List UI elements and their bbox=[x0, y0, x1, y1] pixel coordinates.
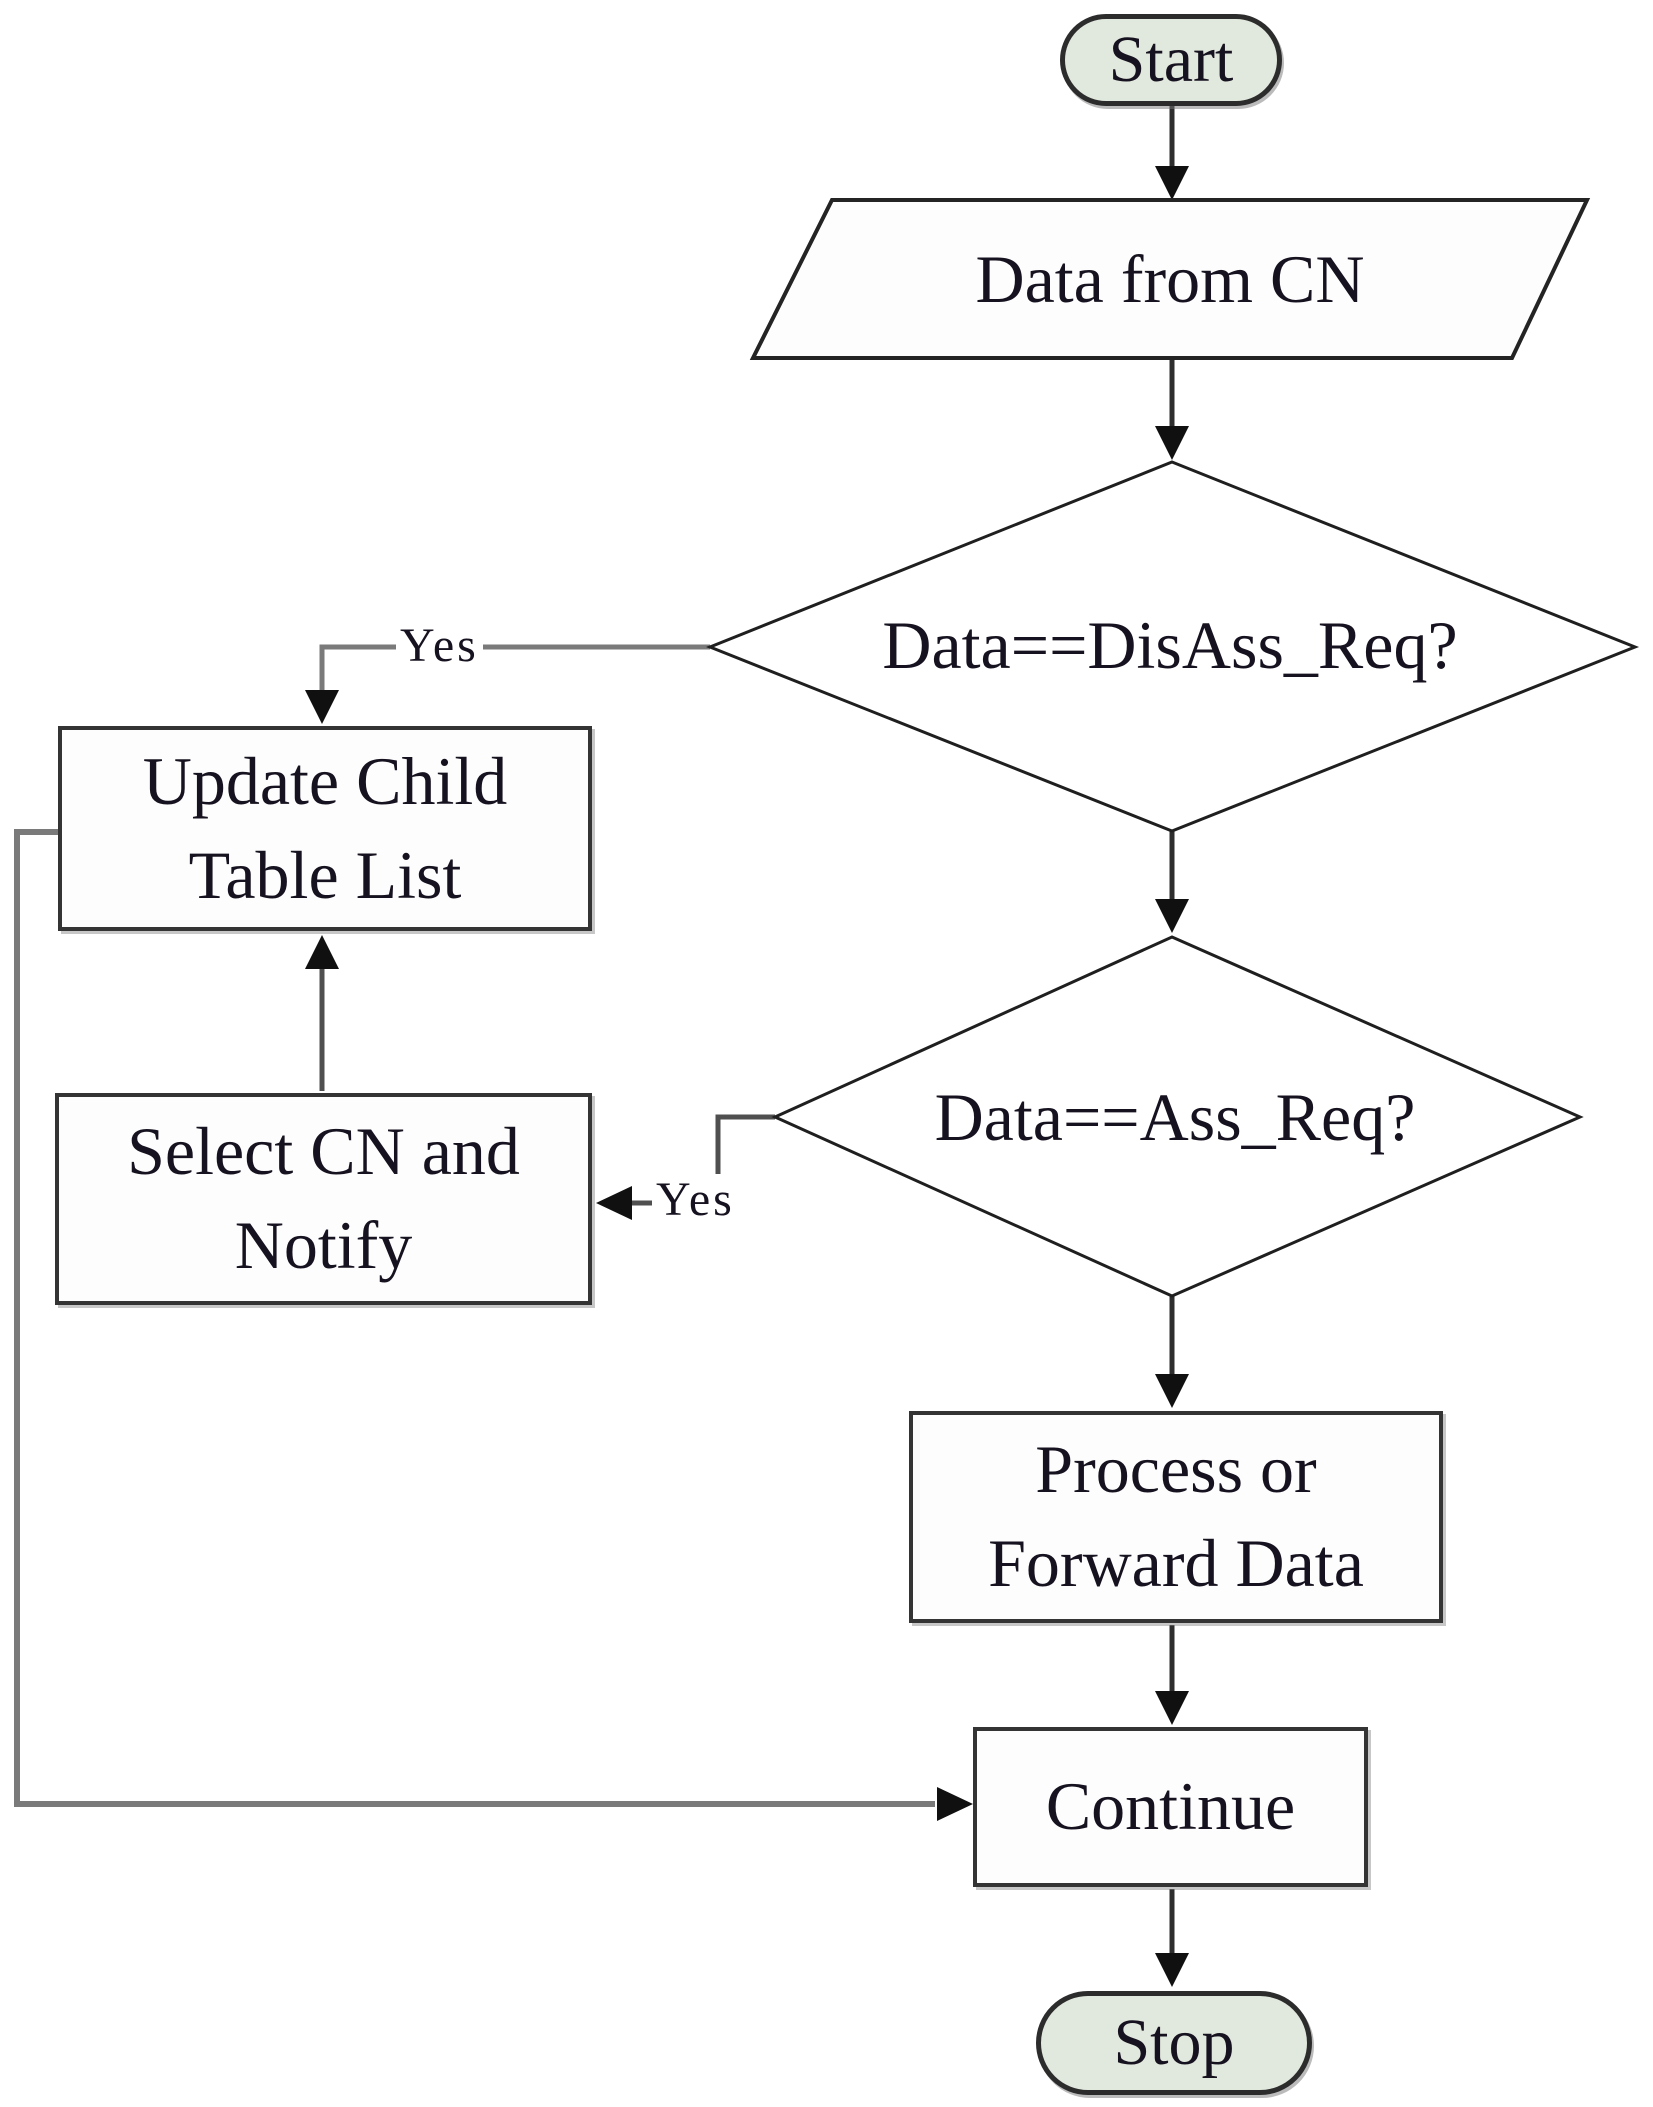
node-process-forward: Process or Forward Data bbox=[909, 1411, 1443, 1623]
node-continue-label: Continue bbox=[1045, 1768, 1296, 1845]
node-update-child-label-line1: Update Child bbox=[142, 742, 508, 819]
node-select-cn: Select CN and Notify bbox=[55, 1093, 592, 1305]
edge-select-cn-to-update-child bbox=[305, 935, 339, 1091]
arrowhead-icon bbox=[937, 1787, 973, 1821]
edge-data-from-cn-to-disass-check bbox=[1155, 358, 1189, 460]
node-update-child: Update Child Table List bbox=[58, 726, 592, 931]
edge-update-child-to-continue bbox=[14, 829, 973, 1821]
arrowhead-icon bbox=[305, 935, 339, 969]
edge-continue-to-stop bbox=[1155, 1889, 1189, 1987]
arrowhead-icon bbox=[1155, 899, 1189, 933]
node-continue: Continue bbox=[973, 1727, 1368, 1887]
decision-disass-check-shape bbox=[705, 460, 1640, 833]
arrowhead-icon bbox=[1155, 166, 1189, 200]
node-stop: Stop bbox=[1036, 1991, 1312, 2095]
decision-ass-check-shape bbox=[771, 935, 1584, 1298]
edge-label-yes-ass: Yes bbox=[652, 1173, 739, 1227]
edge-disass-check-to-ass-check bbox=[1155, 831, 1189, 933]
edge-disass-check-yes-to-update-child bbox=[305, 644, 710, 724]
edge-start-to-data-from-cn bbox=[1155, 103, 1189, 200]
arrowhead-icon bbox=[305, 690, 339, 724]
arrowhead-icon bbox=[596, 1186, 632, 1220]
node-process-forward-label-line2: Forward Data bbox=[988, 1525, 1364, 1601]
node-update-child-label-line2: Table List bbox=[188, 836, 462, 913]
arrowhead-icon bbox=[1155, 1691, 1189, 1725]
node-start-label: Start bbox=[1108, 23, 1234, 96]
io-data-from-cn-shape bbox=[749, 198, 1591, 360]
node-stop-label: Stop bbox=[1113, 2006, 1235, 2079]
arrowhead-icon bbox=[1155, 1374, 1189, 1408]
edge-process-forward-to-continue bbox=[1155, 1625, 1189, 1725]
node-start: Start bbox=[1060, 14, 1282, 106]
edge-ass-check-to-process-forward bbox=[1155, 1296, 1189, 1408]
node-process-forward-label-line1: Process or bbox=[1035, 1431, 1317, 1508]
node-select-cn-label-line2: Notify bbox=[234, 1207, 413, 1283]
node-select-cn-label-line1: Select CN and bbox=[127, 1113, 520, 1190]
edge-label-yes-disass: Yes bbox=[396, 619, 483, 673]
arrowhead-icon bbox=[1155, 426, 1189, 460]
arrowhead-icon bbox=[1155, 1953, 1189, 1987]
